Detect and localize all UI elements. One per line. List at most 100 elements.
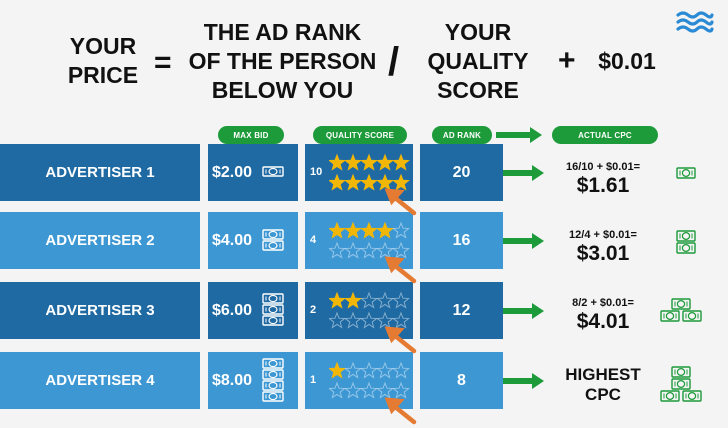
star-icon (360, 381, 378, 399)
star-icon (392, 153, 410, 171)
header-quality-score: QUALITY SCORE (313, 126, 407, 144)
star-rating (329, 153, 411, 193)
ad-rank-value: 16 (420, 212, 503, 269)
star-icon (329, 361, 346, 379)
divide-sign: / (388, 40, 400, 84)
advertiser-name: ADVERTISER 1 (0, 144, 200, 201)
quality-score-value: 1 (310, 374, 317, 386)
dollar-bill-icon (262, 166, 284, 179)
star-icon (360, 361, 378, 379)
star-icon (344, 311, 362, 329)
ad-rank-below-text: THE AD RANK OF THE PERSON BELOW YOU (188, 19, 377, 103)
table-row: ADVERTISER 4 $8.00 1 8 (0, 352, 510, 409)
advertiser-name: ADVERTISER 2 (0, 212, 200, 269)
dollar-bill-icon (660, 298, 710, 338)
star-rating (329, 361, 411, 401)
header-actual-cpc: ACTUAL CPC (552, 126, 658, 144)
arrow-right-icon (502, 302, 546, 320)
ad-rank-value: 12 (420, 282, 503, 339)
star-icon (360, 221, 378, 239)
table-row: ADVERTISER 2 $4.00 4 16 (0, 212, 510, 269)
addend-text: $0.01 (598, 48, 656, 74)
star-icon (392, 311, 410, 329)
star-icon (360, 241, 378, 259)
star-icon (360, 291, 378, 309)
cpc-value: $1.61 (576, 174, 630, 197)
max-bid-cell: $6.00 (208, 282, 298, 339)
star-rating (329, 221, 411, 261)
star-icon (360, 153, 378, 171)
star-icon (344, 361, 362, 379)
advertiser-name: ADVERTISER 4 (0, 352, 200, 409)
star-icon (360, 311, 378, 329)
dollar-bill-icon (660, 366, 710, 406)
star-icon (392, 241, 410, 259)
max-bid-value: $4.00 (212, 231, 253, 249)
equals-sign: = (154, 46, 172, 79)
star-icon (360, 173, 378, 191)
header-max-bid: MAX BID (218, 126, 284, 144)
plus-sign: + (558, 44, 576, 77)
star-icon (392, 381, 410, 399)
star-icon (329, 311, 346, 329)
arrow-right-icon (502, 232, 546, 250)
table-row: ADVERTISER 1 $2.00 10 20 (0, 144, 510, 201)
pointer-arrow-icon (384, 256, 418, 284)
star-icon (392, 221, 410, 239)
star-icon (344, 291, 362, 309)
star-icon (376, 361, 394, 379)
arrow-right-icon (502, 164, 546, 182)
cpc-formula: 12/4 + $0.01= (569, 229, 637, 241)
table-row: ADVERTISER 3 $6.00 2 12 (0, 282, 510, 339)
max-bid-cell: $2.00 (208, 144, 298, 201)
star-icon (376, 221, 394, 239)
star-icon (376, 173, 394, 191)
star-icon (344, 381, 362, 399)
cpc-calc: 12/4 + $0.01= $3.01 (548, 228, 658, 266)
star-icon (392, 173, 410, 191)
cpc-formula: 8/2 + $0.01= (572, 297, 634, 309)
star-icon (344, 241, 362, 259)
pointer-arrow-icon (384, 326, 418, 354)
star-icon (329, 221, 346, 239)
max-bid-value: $6.00 (212, 301, 253, 319)
cpc-value: $3.01 (576, 242, 630, 265)
arrow-right-icon (494, 126, 544, 144)
star-icon (329, 381, 346, 399)
quality-score-value: 2 (310, 304, 317, 316)
pointer-arrow-icon (384, 397, 418, 425)
star-icon (376, 381, 394, 399)
star-icon (392, 361, 410, 379)
star-icon (329, 291, 346, 309)
quality-score-value: 4 (310, 234, 317, 246)
star-icon (392, 291, 410, 309)
formula-header: YOUR PRICE = THE AD RANK OF THE PERSON B… (0, 0, 728, 120)
quality-score-text: YOUR QUALITY SCORE (427, 19, 529, 103)
highest-cpc-text: HIGHEST CPC (565, 365, 641, 404)
star-icon (344, 173, 362, 191)
star-icon (376, 241, 394, 259)
star-icon (329, 153, 346, 171)
max-bid-cell: $8.00 (208, 352, 298, 409)
star-icon (329, 173, 346, 191)
quality-score-value: 10 (310, 166, 323, 178)
star-rating (329, 291, 411, 331)
star-icon (329, 241, 346, 259)
your-price-text: YOUR PRICE (67, 33, 139, 88)
dollar-bill-icon (262, 357, 284, 404)
ad-rank-value: 20 (420, 144, 503, 201)
star-icon (344, 221, 362, 239)
cpc-value: $4.01 (576, 310, 630, 333)
cpc-formula: 16/10 + $0.01= (565, 161, 640, 173)
dollar-bill-icon (676, 230, 726, 270)
waves-logo-icon (676, 10, 714, 34)
quality-score-cell: 1 (305, 352, 413, 409)
pointer-arrow-icon (384, 188, 418, 216)
max-bid-value: $2.00 (212, 163, 253, 181)
star-icon (376, 311, 394, 329)
star-icon (376, 291, 394, 309)
cpc-calc: 8/2 + $0.01= $4.01 (548, 296, 658, 334)
max-bid-value: $8.00 (212, 371, 253, 389)
header-ad-rank: AD RANK (432, 126, 492, 144)
star-icon (376, 153, 394, 171)
